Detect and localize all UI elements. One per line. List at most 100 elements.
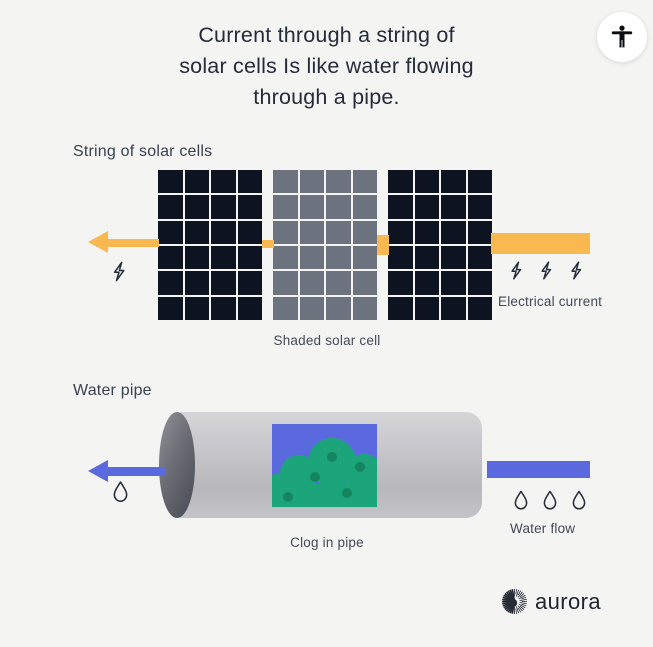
solar-cell [299, 296, 324, 320]
water-pipe-opening [159, 412, 195, 518]
solar-cell [211, 271, 236, 295]
lightning-bolt-icon [537, 260, 558, 281]
solar-cell [237, 296, 262, 320]
solar-cell [237, 246, 262, 270]
solar-panel-middle [273, 170, 377, 320]
solar-cell [273, 296, 298, 320]
pipe-clog-cutaway [266, 424, 384, 507]
water-drop-row [512, 488, 588, 512]
solar-cell [352, 296, 377, 320]
solar-cell [326, 246, 351, 270]
solar-cell [352, 220, 377, 244]
solar-cell [299, 170, 324, 194]
solar-cell [388, 296, 413, 320]
solar-cell [467, 170, 492, 194]
solar-cell [326, 195, 351, 219]
solar-cell [388, 170, 413, 194]
solar-cell [441, 246, 466, 270]
water-arrow-left-head [88, 460, 108, 482]
solar-cell [414, 195, 439, 219]
starburst-icon [501, 588, 528, 615]
solar-cell [184, 271, 209, 295]
solar-cell [299, 195, 324, 219]
solar-cell [467, 296, 492, 320]
clog-dots [283, 452, 365, 502]
clog-caption: Clog in pipe [290, 535, 364, 550]
lightning-bolt-icon [109, 260, 132, 288]
shaded-cell-caption: Shaded solar cell [273, 333, 381, 348]
solar-cell [326, 170, 351, 194]
current-connector-thin [262, 240, 274, 248]
solar-cell [273, 246, 298, 270]
solar-cell [388, 195, 413, 219]
solar-cell [414, 271, 439, 295]
solar-cell [211, 195, 236, 219]
solar-cell [158, 296, 183, 320]
solar-cell [299, 246, 324, 270]
solar-cell [467, 271, 492, 295]
accessibility-person-icon [609, 24, 635, 50]
electrical-current-caption: Electrical current [498, 294, 603, 309]
solar-cell [414, 296, 439, 320]
water-flow-caption: Water flow [510, 521, 576, 536]
current-arrow-left-shaft [105, 239, 159, 247]
solar-cell [184, 220, 209, 244]
solar-cell [352, 246, 377, 270]
current-connector-thick [377, 235, 389, 255]
water-drop-icon [512, 488, 530, 512]
solar-cell [273, 195, 298, 219]
solar-cell [184, 195, 209, 219]
solar-cell [388, 246, 413, 270]
solar-cell [441, 220, 466, 244]
solar-cell [184, 246, 209, 270]
solar-cell [326, 296, 351, 320]
solar-cell [352, 271, 377, 295]
solar-cell [158, 195, 183, 219]
solar-cell [414, 220, 439, 244]
brand-logo: aurora [501, 588, 601, 615]
current-arrow-left-head [88, 231, 108, 253]
solar-cell [237, 220, 262, 244]
lightning-bolt-row [507, 260, 588, 281]
solar-cell [299, 220, 324, 244]
accessibility-button[interactable] [597, 12, 647, 62]
solar-cell [441, 271, 466, 295]
solar-panel-right [388, 170, 492, 320]
solar-cell [352, 170, 377, 194]
solar-cell [237, 271, 262, 295]
solar-cell [158, 271, 183, 295]
solar-cell [441, 296, 466, 320]
solar-cell [388, 271, 413, 295]
water-drop-icon [570, 488, 588, 512]
page-title: Current through a string of solar cells … [179, 23, 474, 109]
solar-cell [184, 296, 209, 320]
solar-cell [299, 271, 324, 295]
solar-cell [273, 271, 298, 295]
solar-cell [237, 170, 262, 194]
current-bar-right [491, 233, 590, 254]
solar-cell [414, 170, 439, 194]
lightning-bolt-icon [507, 260, 528, 281]
solar-cell [158, 170, 183, 194]
water-bar-right [487, 461, 590, 478]
water-section-label: Water pipe [73, 382, 152, 399]
solar-cell [273, 220, 298, 244]
water-drop-icon [110, 480, 131, 508]
solar-cell [441, 170, 466, 194]
solar-cell [326, 220, 351, 244]
water-drop-icon [541, 488, 559, 512]
solar-section-label: String of solar cells [73, 143, 213, 160]
solar-cell [211, 296, 236, 320]
solar-cell [467, 246, 492, 270]
brand-name: aurora [535, 588, 601, 614]
solar-cell [467, 195, 492, 219]
solar-cell [184, 170, 209, 194]
solar-cell [441, 195, 466, 219]
solar-cell [158, 220, 183, 244]
solar-cell [211, 220, 236, 244]
solar-cell [352, 195, 377, 219]
solar-cell [414, 246, 439, 270]
solar-cell [211, 170, 236, 194]
water-arrow-left-shaft [105, 467, 165, 476]
